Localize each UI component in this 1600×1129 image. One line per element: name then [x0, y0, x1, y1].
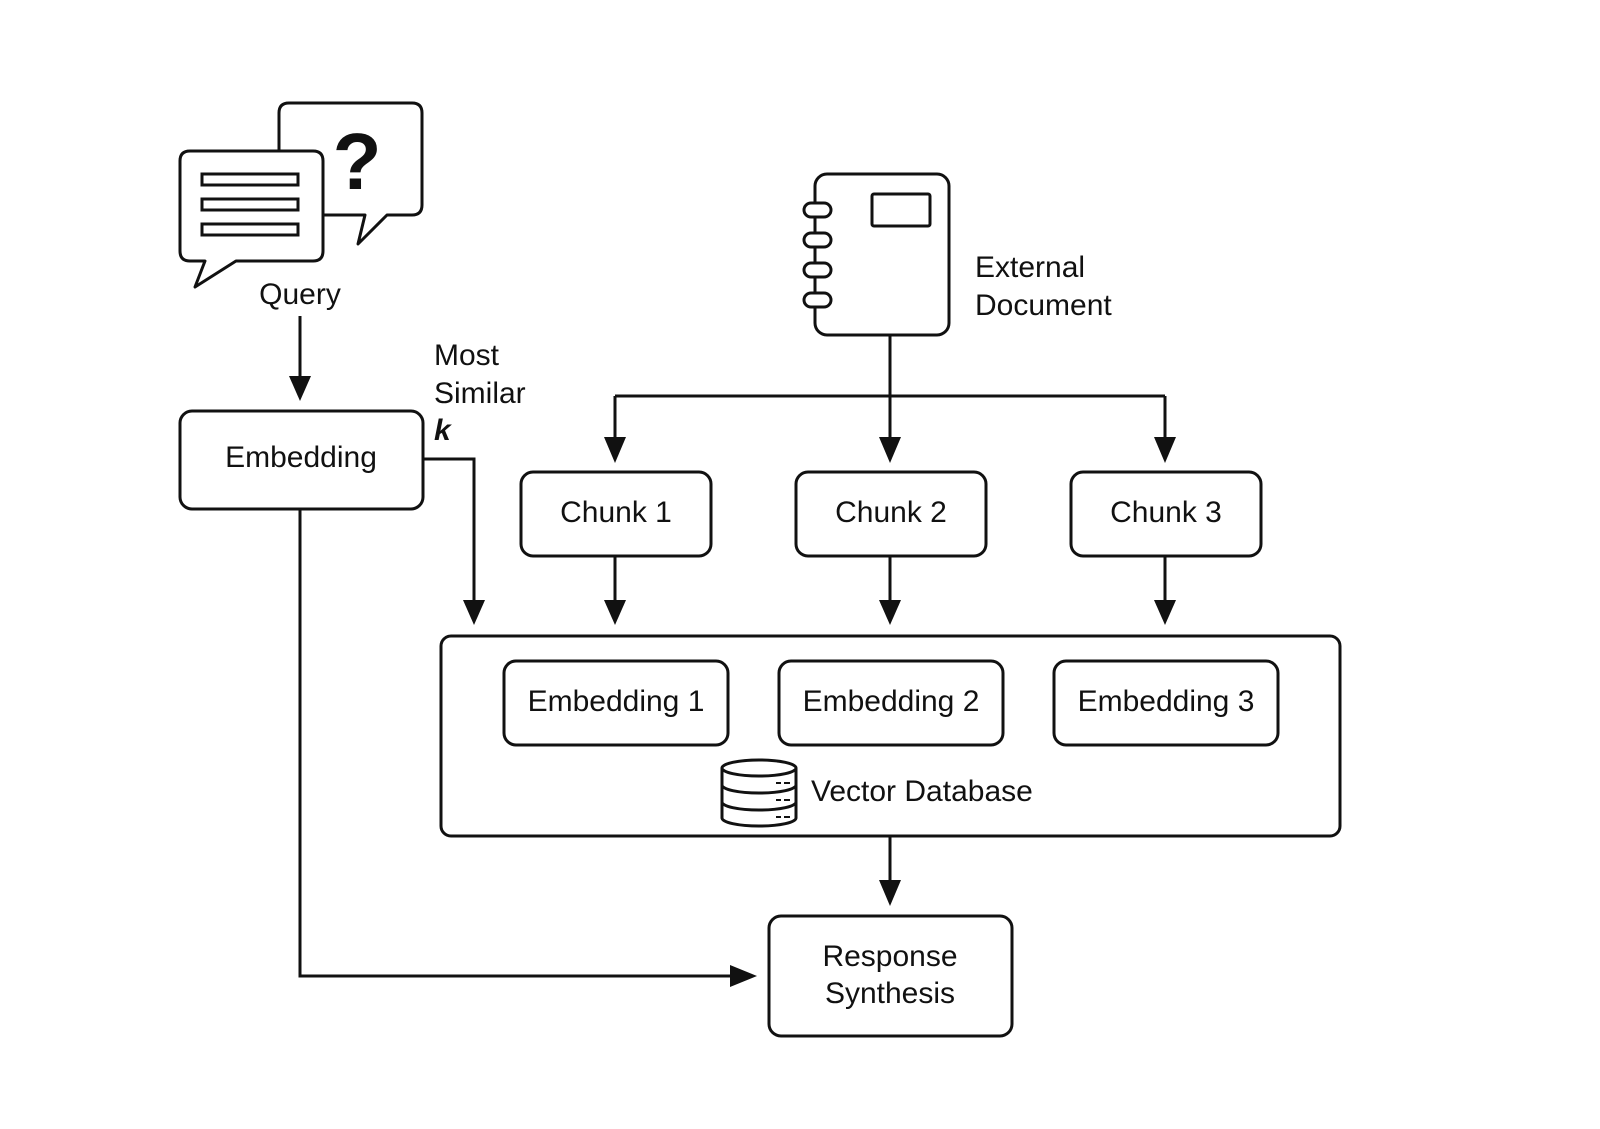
embedding-to-response-arrow: [298, 509, 735, 978]
chunk-3-node: Chunk 3: [1069, 470, 1263, 558]
similar-label: Similar: [434, 377, 526, 410]
embedding-2-label: Embedding 2: [803, 685, 980, 718]
chunk-2-label: Chunk 2: [835, 496, 947, 529]
response-synthesis-node: Response Synthesis: [767, 914, 1014, 1038]
svg-text:?: ?: [333, 117, 382, 206]
most-similar-label: Most: [434, 339, 500, 372]
query-embedding-label: Embedding: [225, 441, 377, 474]
external-document-label-line2: Document: [975, 289, 1112, 322]
response-label-line1: Response: [822, 940, 957, 973]
embedding-3-label: Embedding 3: [1078, 685, 1255, 718]
query-label: Query: [259, 278, 341, 311]
chunk-1-label: Chunk 1: [560, 496, 672, 529]
vector-database-node: Embedding 1 Embedding 2 Embedding 3 Vect…: [439, 634, 1342, 838]
embedding-2-node: [777, 659, 1005, 747]
embedding-1-label: Embedding 1: [528, 685, 705, 718]
chunk-3-label: Chunk 3: [1110, 496, 1222, 529]
vector-database-label: Vector Database: [811, 775, 1033, 808]
database-icon: [720, 758, 798, 828]
response-label-line2: Synthesis: [825, 977, 955, 1010]
notebook-icon: [802, 172, 951, 337]
similarity-search-arrow: [423, 457, 476, 605]
external-document-label-line1: External: [975, 251, 1085, 284]
embedding-3-node: [1052, 659, 1280, 747]
k-label: k: [434, 414, 452, 447]
query-embedding-node: Embedding: [178, 409, 425, 511]
embedding-1-node: [502, 659, 730, 747]
chat-bubbles-question-icon: ?: [178, 101, 424, 289]
chunk-2-node: Chunk 2: [794, 470, 988, 558]
chunk-1-node: Chunk 1: [519, 470, 713, 558]
